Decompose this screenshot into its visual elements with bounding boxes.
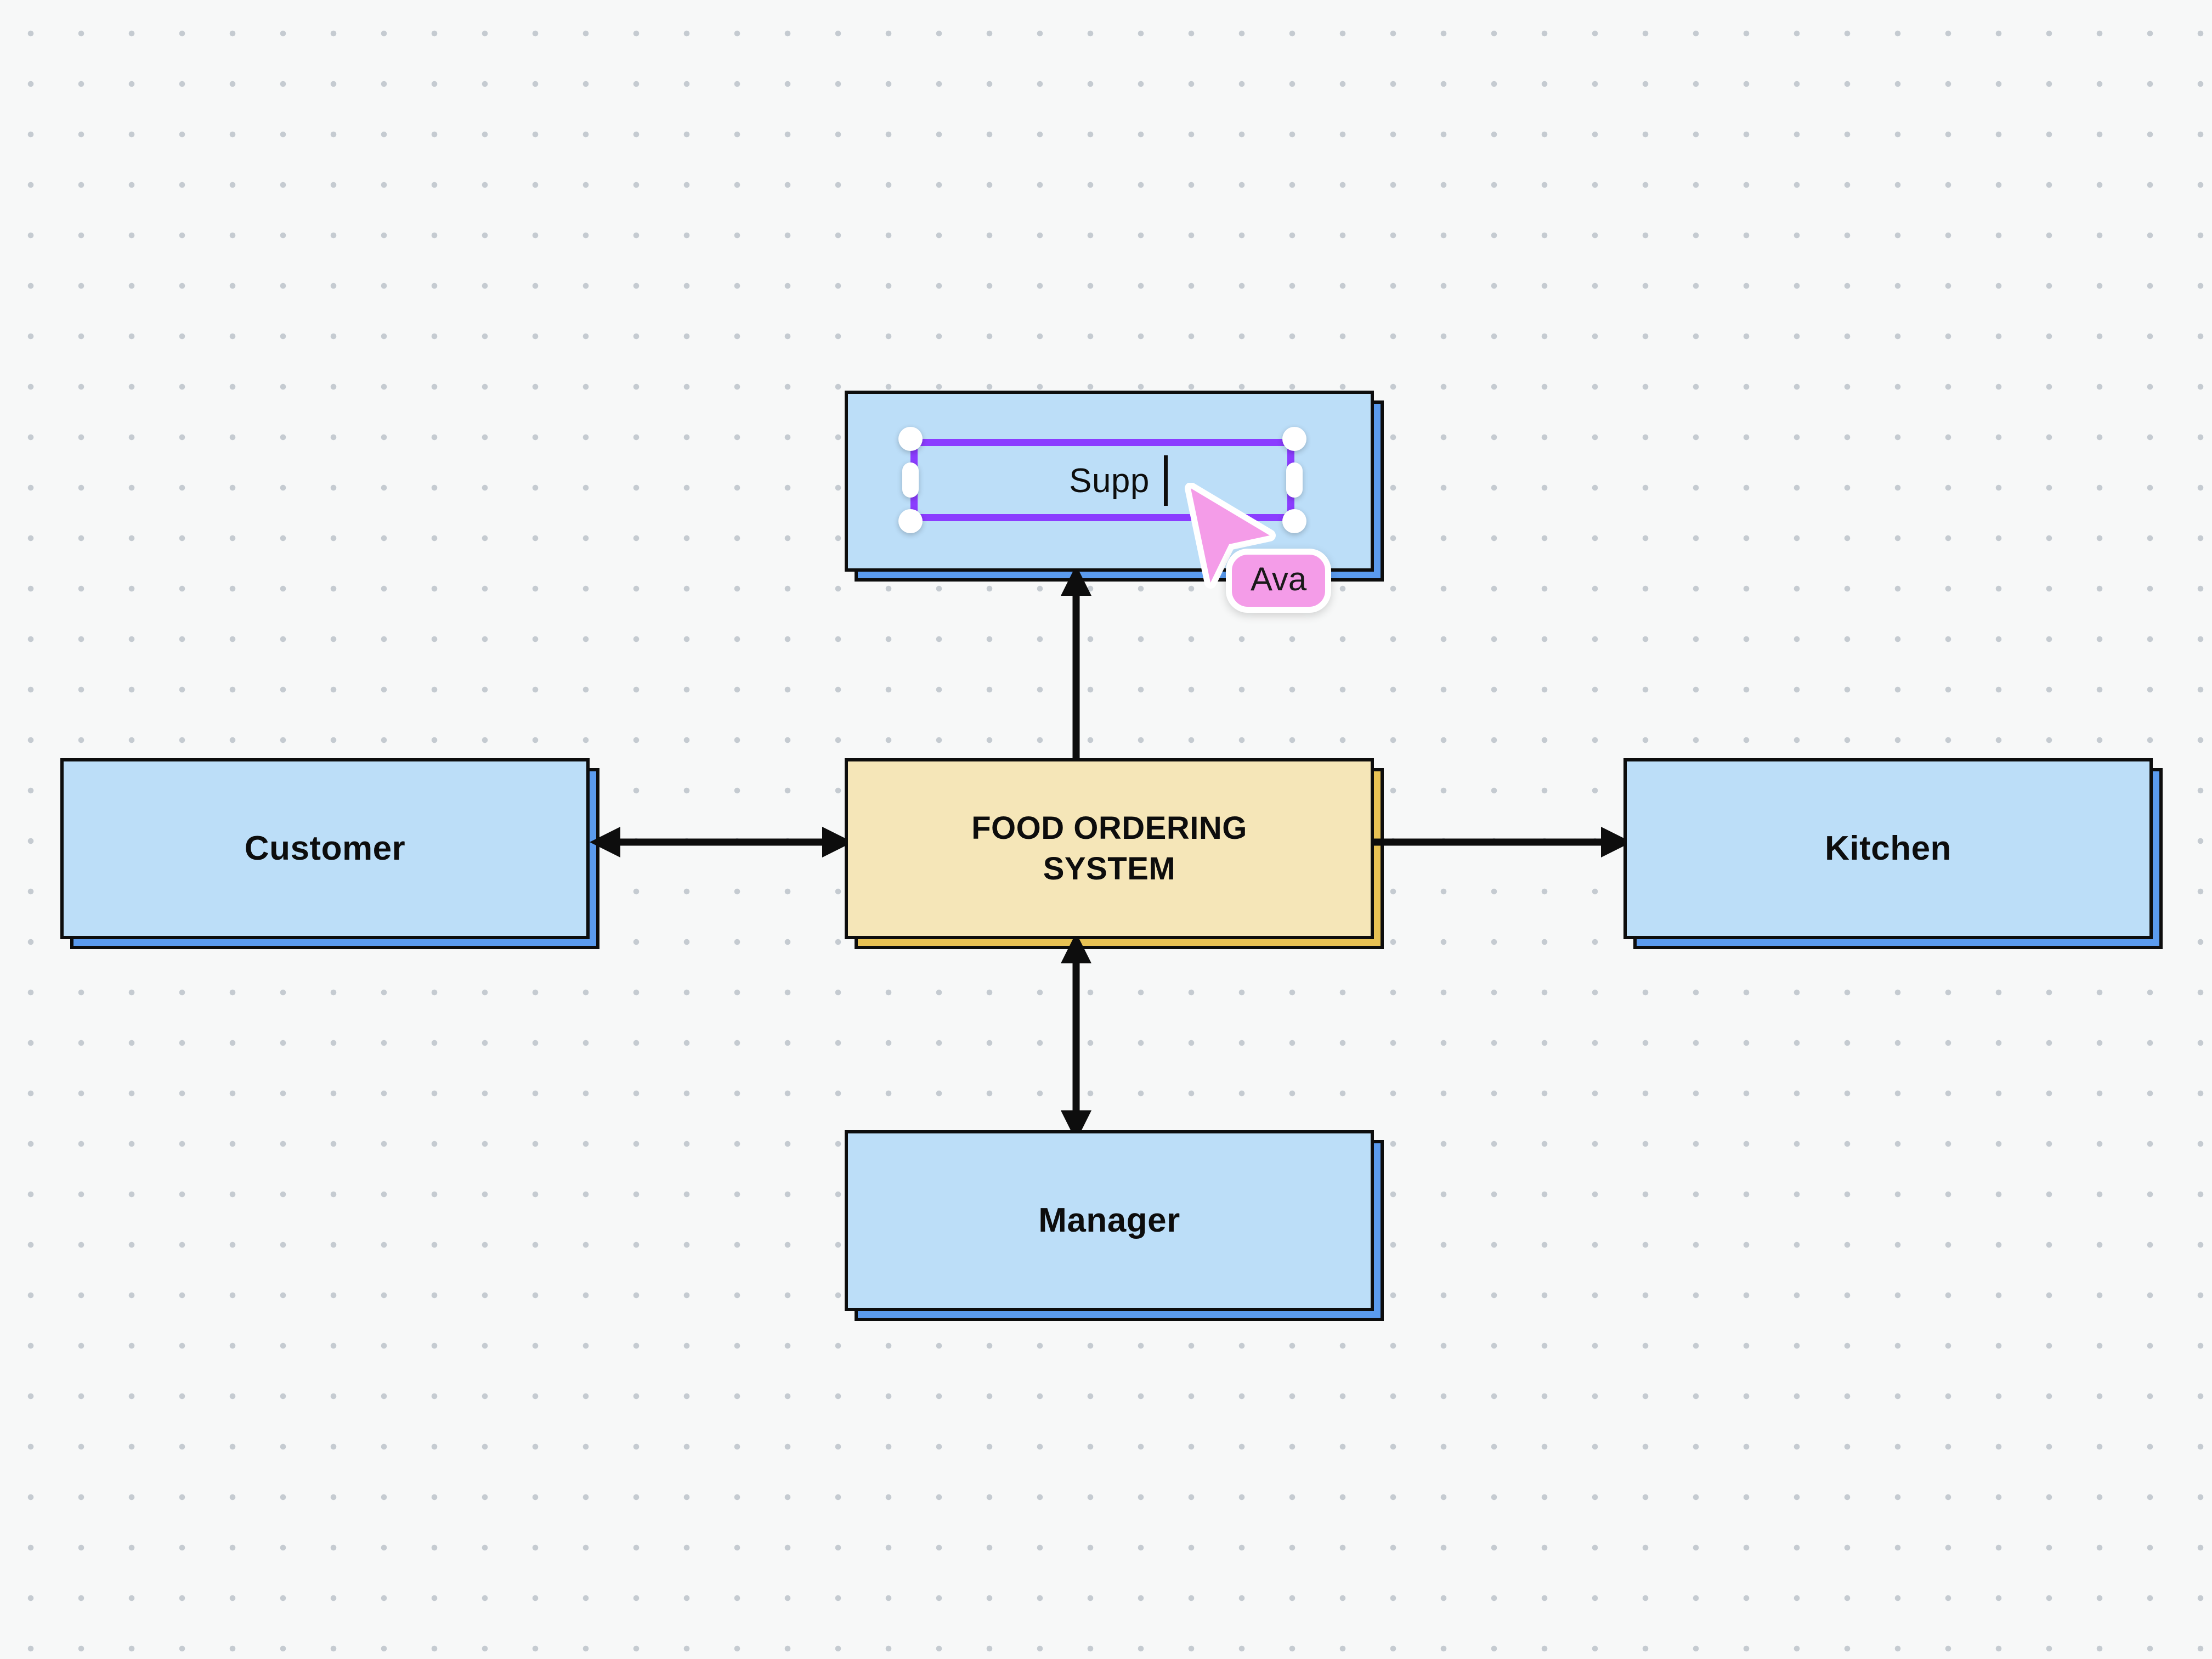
connector-system-manager[interactable] <box>1059 933 1168 1141</box>
node-manager[interactable]: Manager <box>845 1130 1374 1311</box>
node-kitchen-label: Kitchen <box>1825 830 1951 868</box>
connector-system-kitchen[interactable] <box>1366 823 1632 933</box>
node-food-ordering-system[interactable]: FOOD ORDERING SYSTEM <box>845 758 1374 939</box>
node-manager-label: Manager <box>1038 1201 1180 1240</box>
node-supplier[interactable]: Supp <box>845 391 1374 572</box>
node-customer-label: Customer <box>244 830 406 868</box>
node-system-label: FOOD ORDERING SYSTEM <box>971 810 1247 887</box>
node-supplier-label: Supp <box>1069 462 1150 500</box>
node-kitchen[interactable]: Kitchen <box>1623 758 2153 939</box>
node-customer[interactable]: Customer <box>60 758 590 939</box>
collaborator-name-badge: Ava <box>1226 549 1332 613</box>
connector-customer-system[interactable] <box>590 823 853 933</box>
connector-system-supplier[interactable] <box>1059 565 1168 768</box>
text-caret <box>1164 455 1168 506</box>
